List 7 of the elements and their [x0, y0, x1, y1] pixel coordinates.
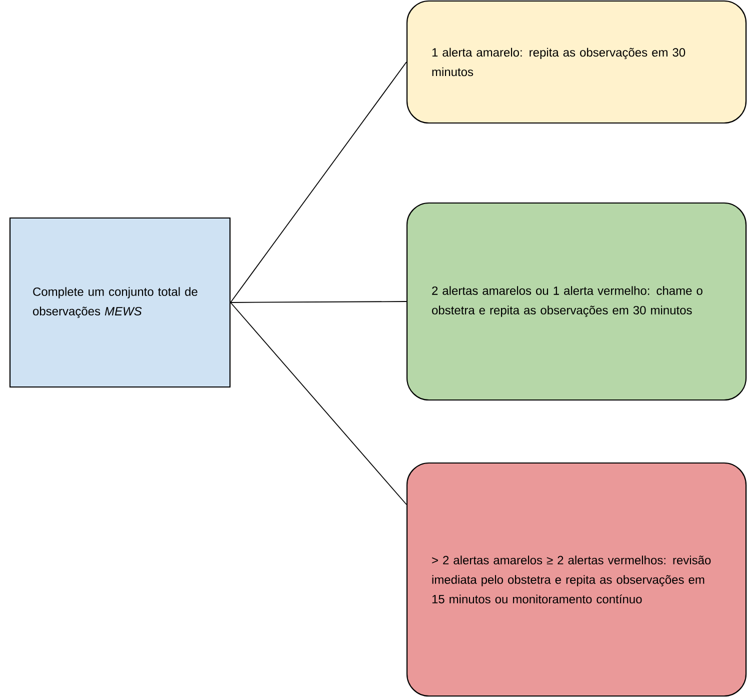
connector-line — [230, 62, 407, 303]
rounded-box: > 2 alertas amarelos ≥ 2 alertas vermelhos: revisão imediata pelo obstetra e repita as observações em 15 minutos ou monitoramento contínuo — [406, 462, 747, 697]
rounded-box: 1 alerta amarelo: repita as observações em 30 minutos — [406, 0, 747, 124]
connector-line — [230, 301, 407, 303]
connector-line — [230, 302, 407, 505]
rounded-box: 2 alertas amarelos ou 1 alerta vermelho: chame o obstetra e repita as observações em 30 minutos — [406, 202, 747, 401]
process-box: Complete um conjunto total de observações MEWS — [9, 217, 231, 388]
